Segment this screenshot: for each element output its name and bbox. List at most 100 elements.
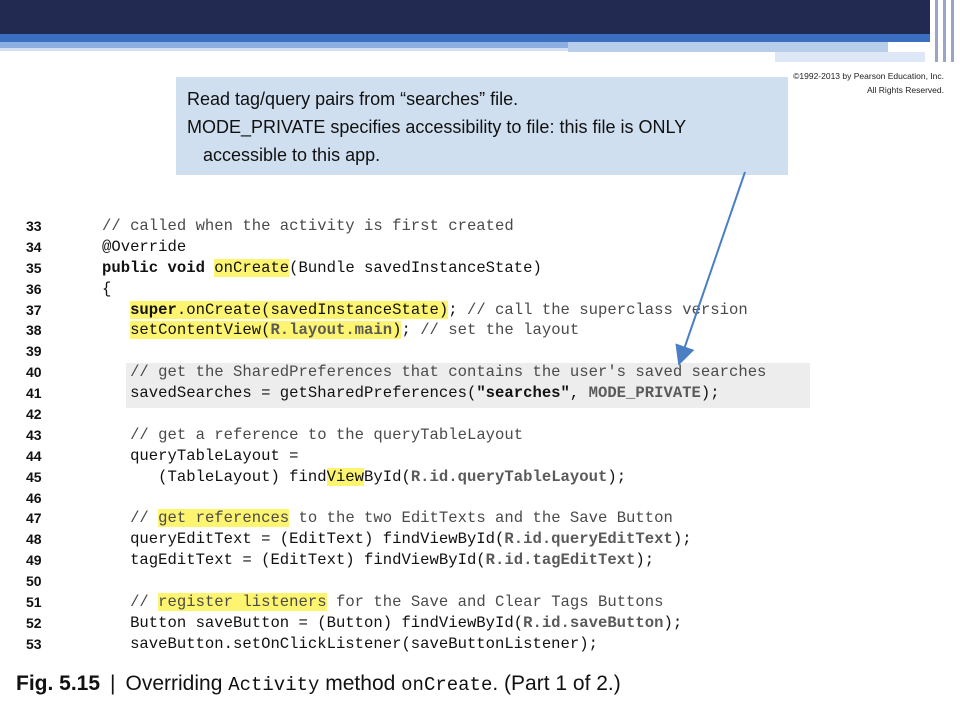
line-number: 36 bbox=[26, 280, 42, 297]
code-token: ); bbox=[672, 530, 692, 549]
code-shade-block bbox=[126, 363, 810, 408]
code-token: View bbox=[326, 467, 365, 486]
code-token: MODE_PRIVATE bbox=[588, 384, 701, 403]
code-token bbox=[102, 321, 130, 339]
code-token: onCreate bbox=[214, 258, 290, 277]
callout-box: Read tag/query pairs from “searches” fil… bbox=[176, 77, 788, 175]
code-text: // called when the activity is first cre… bbox=[102, 216, 514, 237]
caption-text: . (Part 1 of 2.) bbox=[492, 672, 621, 695]
line-number: 44 bbox=[26, 447, 42, 464]
code-token bbox=[102, 509, 130, 527]
line-number: 51 bbox=[26, 594, 42, 611]
code-token: // bbox=[130, 593, 159, 612]
code-line: 44 queryTableLayout = bbox=[26, 446, 826, 467]
line-number: 39 bbox=[26, 343, 42, 360]
code-token: ) bbox=[392, 321, 402, 340]
code-token: saveButton.setOnClickListener(saveButton… bbox=[102, 634, 598, 653]
line-number: 52 bbox=[26, 614, 42, 631]
code-token: to the two EditTexts and the Save Button bbox=[289, 509, 673, 528]
header-bar-light bbox=[0, 42, 568, 48]
code-token: public void bbox=[102, 258, 215, 277]
code-text: tagEditText = (EditText) findViewById(R.… bbox=[102, 550, 654, 571]
code-token: tagEditText = (EditText) findViewById( bbox=[102, 551, 486, 570]
header-bar-blue bbox=[0, 34, 930, 42]
line-number: 53 bbox=[26, 635, 42, 652]
code-token: R.layout.main bbox=[270, 321, 393, 340]
line-number: 42 bbox=[26, 406, 42, 423]
code-token: ById( bbox=[364, 467, 411, 486]
code-text: { bbox=[102, 279, 111, 300]
code-text: // register listeners for the Save and C… bbox=[102, 592, 664, 613]
line-number: 38 bbox=[26, 322, 42, 339]
code-token: (Bundle savedInstanceState) bbox=[289, 258, 542, 277]
code-token: ); bbox=[663, 613, 683, 632]
line-number: 35 bbox=[26, 259, 42, 276]
header-bar-accent-2 bbox=[775, 52, 925, 62]
line-number: 46 bbox=[26, 489, 42, 506]
code-line: 53 saveButton.setOnClickListener(saveBut… bbox=[26, 634, 826, 655]
code-line: 39 bbox=[26, 341, 826, 362]
code-line: 34 @Override bbox=[26, 237, 826, 258]
code-line: 52 Button saveButton = (Button) findView… bbox=[26, 613, 826, 634]
code-token bbox=[102, 363, 130, 381]
figure-number: Fig. 5.15 bbox=[16, 672, 101, 695]
caption-separator: | bbox=[110, 672, 116, 695]
code-line: 45 (TableLayout) findViewById(R.id.query… bbox=[26, 467, 826, 488]
code-token: ); bbox=[607, 467, 627, 486]
line-number: 48 bbox=[26, 531, 42, 548]
caption-code-oncreate: onCreate bbox=[401, 674, 493, 696]
code-token: // get a reference to the queryTableLayo… bbox=[130, 425, 524, 444]
code-text: setContentView(R.layout.main); // set th… bbox=[102, 320, 579, 341]
code-line: 35 public void onCreate(Bundle savedInsta… bbox=[26, 258, 826, 279]
code-token: get references bbox=[158, 509, 290, 528]
caption-text: method bbox=[319, 672, 402, 695]
code-token: , bbox=[569, 384, 589, 403]
code-line: 51 // register listeners for the Save an… bbox=[26, 592, 826, 613]
code-token: // bbox=[130, 509, 159, 528]
code-text: @Override bbox=[102, 237, 186, 258]
code-line: 47 // get references to the two EditText… bbox=[26, 508, 826, 529]
code-token: { bbox=[102, 279, 112, 298]
code-token: ); bbox=[700, 384, 720, 403]
code-text: (TableLayout) findViewById(R.id.queryTab… bbox=[102, 467, 626, 488]
code-text: // get the SharedPreferences that contai… bbox=[102, 362, 766, 383]
line-number: 34 bbox=[26, 238, 42, 255]
code-line: 38 setContentView(R.layout.main); // set… bbox=[26, 320, 826, 341]
code-listing: 33 // called when the activity is first c… bbox=[26, 216, 826, 655]
line-number: 37 bbox=[26, 301, 42, 318]
decorative-stripe bbox=[943, 0, 946, 62]
figure-caption: Fig. 5.15|Overriding Activity method onC… bbox=[16, 672, 621, 696]
line-number: 40 bbox=[26, 364, 42, 381]
code-token: // set the layout bbox=[420, 321, 580, 340]
code-token: register listeners bbox=[158, 593, 327, 612]
decorative-stripe bbox=[935, 0, 938, 62]
header-bar-dark bbox=[0, 0, 930, 34]
code-line: 49 tagEditText = (EditText) findViewById… bbox=[26, 550, 826, 571]
header-bar-lighter bbox=[0, 48, 568, 51]
code-text: // get references to the two EditTexts a… bbox=[102, 508, 673, 529]
code-token: (TableLayout) find bbox=[102, 467, 327, 486]
code-token: "searches" bbox=[476, 384, 570, 403]
code-line: 33 // called when the activity is first c… bbox=[26, 216, 826, 237]
line-number: 41 bbox=[26, 385, 42, 402]
line-number: 50 bbox=[26, 573, 42, 590]
code-token bbox=[102, 426, 130, 444]
code-token: // called when the activity is first cre… bbox=[102, 217, 514, 235]
callout-line-2: MODE_PRIVATE specifies accessibility to … bbox=[187, 117, 687, 137]
code-token: queryEditText = (EditText) findViewById( bbox=[102, 530, 505, 549]
caption-code-activity: Activity bbox=[228, 674, 320, 696]
code-token: // get the SharedPreferences that contai… bbox=[130, 363, 767, 382]
code-token: for the Save and Clear Tags Buttons bbox=[326, 593, 664, 612]
code-token: Button saveButton = (Button) findViewByI… bbox=[102, 613, 524, 632]
code-token: .onCreate(savedInstanceState) bbox=[176, 300, 449, 319]
line-number: 33 bbox=[26, 218, 42, 234]
code-line: 43 // get a reference to the queryTableL… bbox=[26, 425, 826, 446]
code-line: 40 // get the SharedPreferences that con… bbox=[26, 362, 826, 383]
code-token: // call the superclass version bbox=[466, 300, 748, 319]
code-line: 46 bbox=[26, 488, 826, 509]
code-token: R.id.queryEditText bbox=[504, 530, 673, 549]
code-text: queryTableLayout = bbox=[102, 446, 298, 467]
code-token: ; bbox=[448, 300, 467, 319]
code-token: R.id.tagEditText bbox=[485, 551, 636, 570]
code-token: R.id.saveButton bbox=[523, 613, 664, 632]
